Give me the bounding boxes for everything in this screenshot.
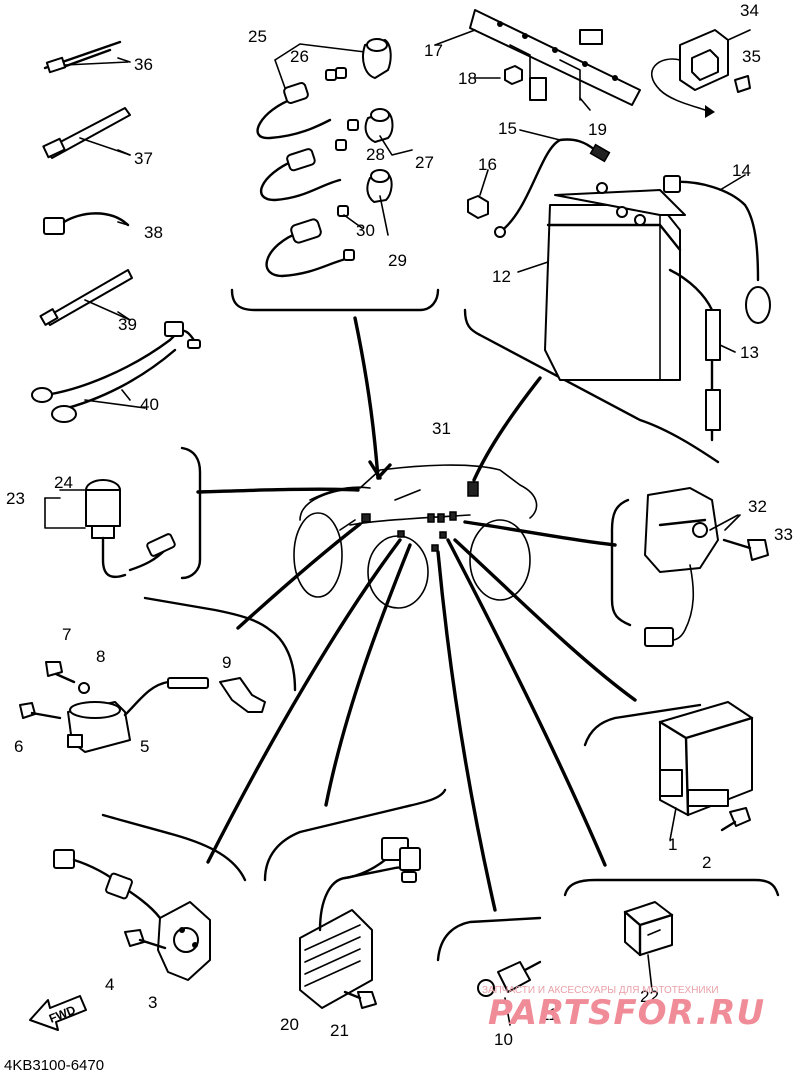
callout-7: 7 — [62, 625, 71, 644]
callout-1: 1 — [668, 835, 677, 854]
callout-19: 19 — [588, 120, 607, 139]
starter-relay-32 — [644, 487, 719, 573]
callout-26: 26 — [290, 47, 309, 66]
leader-wiring-group — [353, 316, 380, 480]
breather-tube-13 — [705, 309, 721, 361]
leader-rectifier-group — [324, 543, 412, 807]
leader-pickup-group — [206, 538, 402, 864]
bolt-21 — [357, 991, 377, 1009]
leader-starter-relay-group — [463, 520, 617, 547]
callout-23: 23 — [6, 489, 25, 508]
callout-10: 10 — [494, 1030, 513, 1049]
callout-17: 17 — [424, 41, 443, 60]
callout-11: 11 — [540, 1005, 558, 1024]
callout-38: 38 — [144, 223, 163, 242]
callout-27: 27 — [415, 153, 434, 172]
callout-13: 13 — [740, 343, 759, 362]
callout-39: 39 — [118, 315, 137, 334]
callout-16: 16 — [478, 155, 497, 174]
callout-2: 2 — [702, 853, 711, 872]
battery-group — [467, 9, 771, 442]
battery-lead-14 — [663, 175, 681, 193]
pickup-coil-group-3-4 — [53, 849, 211, 981]
nut-18 — [504, 65, 523, 85]
switch-group-23-24 — [44, 479, 176, 579]
leader-battery-group — [472, 376, 542, 482]
callout-33: 33 — [774, 525, 793, 544]
callout-8: 8 — [96, 647, 105, 666]
callout-leaders — [117, 29, 746, 531]
sensor-11 — [497, 961, 531, 993]
callout-14: 14 — [732, 161, 751, 180]
callout-labels: 1 2 3 4 5 6 7 8 9 10 11 12 13 14 15 16 1… — [6, 1, 793, 1049]
bolt-4 — [124, 929, 145, 947]
fwd-arrow: FWD — [29, 995, 87, 1031]
callout-25: 25 — [248, 27, 267, 46]
leader-relay-22-group — [446, 538, 607, 867]
fwd-label: FWD — [47, 1002, 78, 1025]
watermark-site: PARTSFOR.RU — [488, 993, 765, 1033]
callout-30: 30 — [356, 221, 375, 240]
battery-bracket-17 — [469, 9, 641, 106]
callout-32: 32 — [748, 497, 767, 516]
callout-28: 28 — [366, 145, 385, 164]
direction-arrow — [659, 89, 706, 111]
callout-31: 31 — [432, 419, 451, 438]
callout-29: 29 — [388, 251, 407, 270]
bolt-33 — [747, 539, 769, 561]
sensor-group-10-11 — [477, 960, 542, 1026]
leader-switch-group — [196, 487, 360, 494]
relay-22 — [624, 901, 673, 956]
cdi-group-1-2 — [658, 701, 754, 841]
diagram-code: 4KB3100-6470 — [4, 1057, 104, 1073]
rectifier-group-20-21 — [299, 837, 421, 1009]
battery-lead-15 — [589, 143, 611, 163]
callout-24: 24 — [54, 473, 73, 492]
harness-group-25-30 — [256, 38, 413, 278]
callout-37: 37 — [134, 149, 153, 168]
starter-relay-group-32-33 — [644, 487, 769, 647]
leader-ignition-coil-group — [236, 522, 362, 630]
battery-location-marker — [467, 481, 479, 497]
leader-sensor-group — [436, 550, 497, 912]
vehicle-outline — [293, 464, 538, 609]
callout-15: 15 — [498, 119, 517, 138]
relay-group-22 — [623, 901, 674, 991]
bolt-16 — [467, 195, 489, 219]
callout-20: 20 — [280, 1015, 299, 1034]
callout-21: 21 — [330, 1021, 349, 1040]
callout-3: 3 — [148, 993, 157, 1012]
washer-10 — [477, 979, 495, 997]
callout-9: 9 — [222, 653, 231, 672]
callout-35: 35 — [742, 47, 761, 66]
bolt-7 — [45, 661, 63, 677]
watermark: ЗАПЧАСТИ И АКСЕССУАРЫ ДЛЯ МОТОТЕХНИКИ PA… — [482, 985, 765, 1033]
leader-cdi-group — [453, 538, 637, 702]
callout-22: 22 — [640, 987, 659, 1006]
sensor-38 — [43, 217, 65, 235]
screw-35 — [734, 75, 751, 93]
ignition-coil-group-5-9 — [19, 661, 266, 753]
callout-18: 18 — [458, 69, 477, 88]
callout-5: 5 — [140, 737, 149, 756]
watermark-tagline: ЗАПЧАСТИ И АКСЕССУАРЫ ДЛЯ МОТОТЕХНИКИ — [482, 985, 719, 996]
sensor-lead-1 — [283, 82, 309, 104]
callout-36: 36 — [134, 55, 153, 74]
washer-8 — [78, 682, 90, 694]
callout-4: 4 — [105, 975, 114, 994]
callout-34: 34 — [740, 1, 759, 20]
relay-group-34-35 — [651, 29, 751, 118]
callout-12: 12 — [492, 267, 511, 286]
group-brackets — [101, 288, 780, 962]
callout-40: 40 — [140, 395, 159, 414]
plug-cap-9 — [219, 677, 266, 713]
left-parts-36-40 — [31, 40, 201, 423]
leader-lines — [196, 316, 637, 912]
callout-6: 6 — [14, 737, 23, 756]
bolt-6 — [19, 702, 36, 719]
rectifier-20 — [299, 909, 373, 1009]
harness-40 — [43, 329, 197, 397]
